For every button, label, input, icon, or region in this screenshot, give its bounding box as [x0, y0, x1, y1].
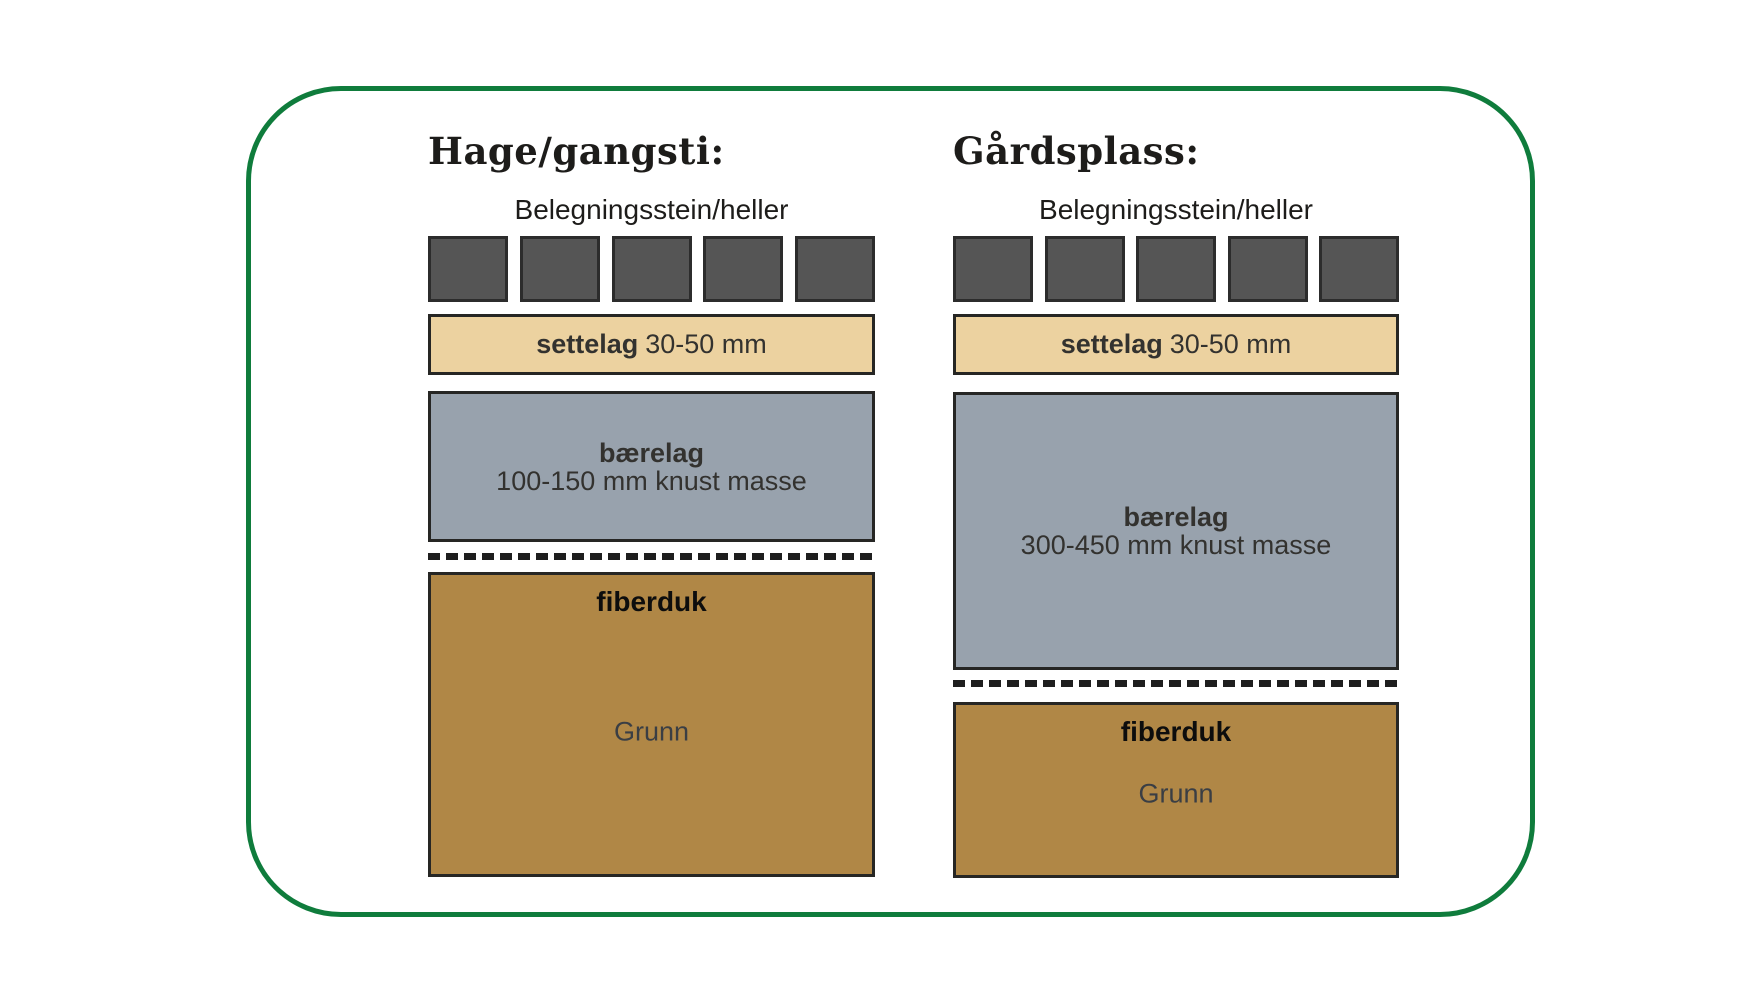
grunn-layer: fiberduk Grunn	[428, 572, 875, 877]
paving-stones-row	[953, 236, 1399, 302]
column-gardsplass: Gårdsplass: Belegningsstein/heller sette…	[953, 0, 1399, 992]
paving-stone	[703, 236, 784, 302]
column-title: Gårdsplass:	[953, 129, 1200, 173]
paving-stones-label: Belegningsstein/heller	[514, 194, 789, 225]
fiberduk-dashed-line	[428, 553, 875, 560]
baerelag-detail: 300-450 mm knust masse	[1020, 530, 1332, 560]
column-title: Hage/gangsti:	[428, 129, 725, 173]
baerelag-layer: bærelag 100-150 mm knust masse	[428, 391, 875, 542]
paving-stone	[1319, 236, 1399, 302]
paving-stone	[428, 236, 508, 302]
paving-stone	[953, 236, 1033, 302]
fiberduk-label: fiberduk	[596, 586, 707, 617]
paving-stone	[611, 236, 692, 302]
paving-stone	[1227, 236, 1308, 302]
paving-stones-row	[428, 236, 875, 302]
paving-stones-label: Belegningsstein/heller	[1039, 194, 1313, 225]
baerelag-layer: bærelag 300-450 mm knust masse	[953, 392, 1399, 670]
fiberduk-label: fiberduk	[1120, 716, 1232, 747]
paving-stone	[1044, 236, 1125, 302]
grunn-label: Grunn	[613, 716, 690, 747]
paving-stone	[1136, 236, 1216, 302]
baerelag-label: bærelag	[1123, 502, 1229, 532]
baerelag-label: bærelag	[598, 437, 705, 468]
fiberduk-dashed-line	[953, 680, 1399, 687]
grunn-label: Grunn	[1138, 778, 1214, 809]
green-rounded-frame	[246, 86, 1535, 917]
grunn-layer: fiberduk Grunn	[953, 702, 1399, 878]
paving-stone	[519, 236, 600, 302]
baerelag-detail: 100-150 mm knust masse	[496, 465, 807, 496]
column-hage-gangsti: Hage/gangsti: Belegningsstein/heller set…	[428, 0, 875, 992]
paving-stone	[795, 236, 875, 302]
